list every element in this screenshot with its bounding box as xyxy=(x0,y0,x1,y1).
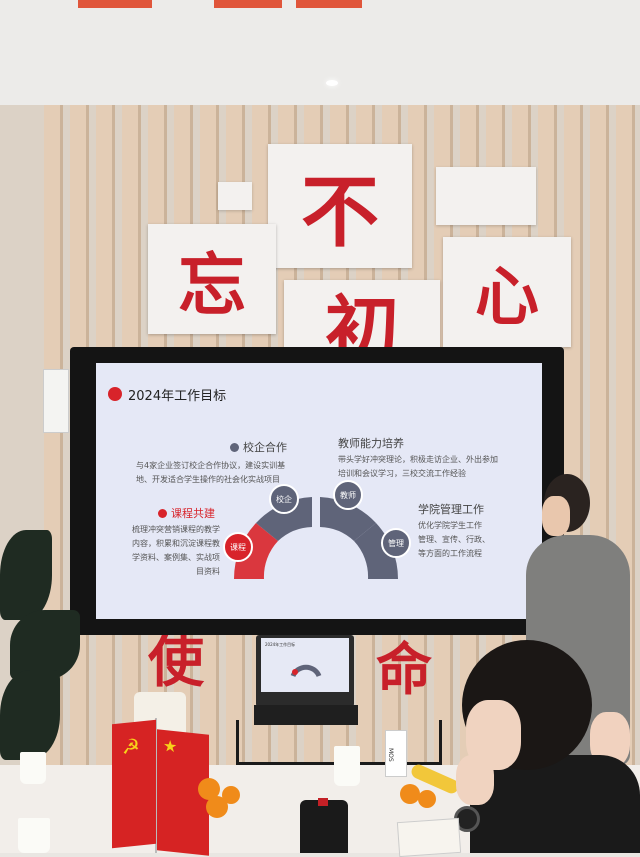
section-title-teacher: 教师能力培养 xyxy=(338,437,404,450)
node-course xyxy=(223,532,253,562)
title-bullet-icon xyxy=(108,387,122,401)
plant-leaf xyxy=(0,530,52,620)
slogan-board-top: 不 xyxy=(268,144,412,268)
laptop-slide-diagram xyxy=(290,664,322,678)
node-label-school: 校企 xyxy=(276,494,292,504)
progress-arc-diagram: 课程 校企 教师 管理 xyxy=(223,480,411,579)
arc-segment-school xyxy=(256,497,312,541)
orange-fruit xyxy=(418,790,436,808)
viewer xyxy=(470,755,640,853)
presenter-face xyxy=(542,496,570,536)
ceiling xyxy=(0,0,640,105)
node-label-course: 课程 xyxy=(230,543,246,552)
slogan-char: 初 xyxy=(325,288,399,350)
section-title-school-enterprise: 校企合作 xyxy=(230,439,287,455)
party-flag: ☭ xyxy=(112,719,156,849)
node-management xyxy=(381,528,411,558)
star-icon: ★ xyxy=(163,735,178,757)
notebook xyxy=(396,817,462,857)
section-title-course: 课程共建 xyxy=(158,505,215,521)
section-text-course: 梳理冲突营销课程的教学 内容，积累和沉淀课程教 学资料、案例集、实战项 目资料 xyxy=(132,525,220,576)
wall-panel xyxy=(43,369,69,433)
section-text-school-enterprise: 与4家企业签订校企合作协议，建设实训基 地、开发适合学生操作的社会化实战项目 xyxy=(136,461,286,484)
paper-cup xyxy=(334,746,360,786)
node-teacher xyxy=(333,480,363,510)
presentation-slide: 2024年工作目标 校企合作 与4家企业签订校企合作协议，建设实训基 地、开发适… xyxy=(96,363,542,619)
section-bullet-icon xyxy=(158,509,167,518)
orange-fruit xyxy=(400,784,420,804)
laptop-keyboard xyxy=(254,705,358,725)
black-bottle xyxy=(300,800,348,853)
lower-slogan-char: 使 xyxy=(148,629,204,695)
milk-carton-label: MOS xyxy=(387,748,394,762)
node-label-management: 管理 xyxy=(388,538,404,548)
hammer-sickle-icon: ☭ xyxy=(122,733,140,760)
orange-fruit xyxy=(198,778,220,800)
flag-pole xyxy=(155,718,157,853)
bottle-cap xyxy=(318,798,328,806)
laptop-screen: 2024年工作目标 xyxy=(261,638,349,692)
plant-leaf xyxy=(10,610,80,680)
slogan-char: 不 xyxy=(300,167,379,258)
orange-fruit xyxy=(206,796,228,818)
node-label-teacher: 教师 xyxy=(340,490,356,500)
node-school xyxy=(269,484,299,514)
slogan-board-left: 忘 xyxy=(148,224,276,334)
milk-carton xyxy=(385,730,407,777)
slogan-board-bottom: 初 xyxy=(284,280,440,350)
laptop-slide-title: 2024年工作目标 xyxy=(265,642,296,647)
slogan-char: 忘 xyxy=(177,245,246,326)
section-text-college: 优化学院学生工作 管理、宣传、行政、 等方面的工作流程 xyxy=(418,521,490,558)
ceiling-banner xyxy=(296,0,362,8)
slogan-char: 心 xyxy=(475,260,539,335)
wood-slat xyxy=(44,105,63,765)
blank-board xyxy=(436,167,536,225)
slogan-board-right: 心 xyxy=(443,237,571,347)
section-text-teacher: 带头学好冲突理论，积极走访企业、外出参加 培训和会议学习，三校交流工作经验 xyxy=(338,455,498,478)
lower-slogan-char: 命 xyxy=(376,637,432,703)
arc-segment-teacher xyxy=(320,497,376,541)
ceiling-banner xyxy=(78,0,152,8)
section-bullet-icon xyxy=(230,443,239,452)
slide-title: 2024年工作目标 xyxy=(128,389,227,404)
arc-segment-course xyxy=(233,523,278,579)
blank-board xyxy=(218,182,252,210)
plant-leaf xyxy=(0,670,60,760)
viewer-hand xyxy=(456,755,494,805)
ceiling-light xyxy=(326,80,338,86)
ceiling-banner xyxy=(214,0,282,8)
arc-segment-management xyxy=(354,523,399,579)
section-title-college: 学院管理工作 xyxy=(418,503,484,516)
paper-cup xyxy=(20,752,46,784)
paper-cup xyxy=(18,818,50,853)
orange-fruit xyxy=(222,786,240,804)
